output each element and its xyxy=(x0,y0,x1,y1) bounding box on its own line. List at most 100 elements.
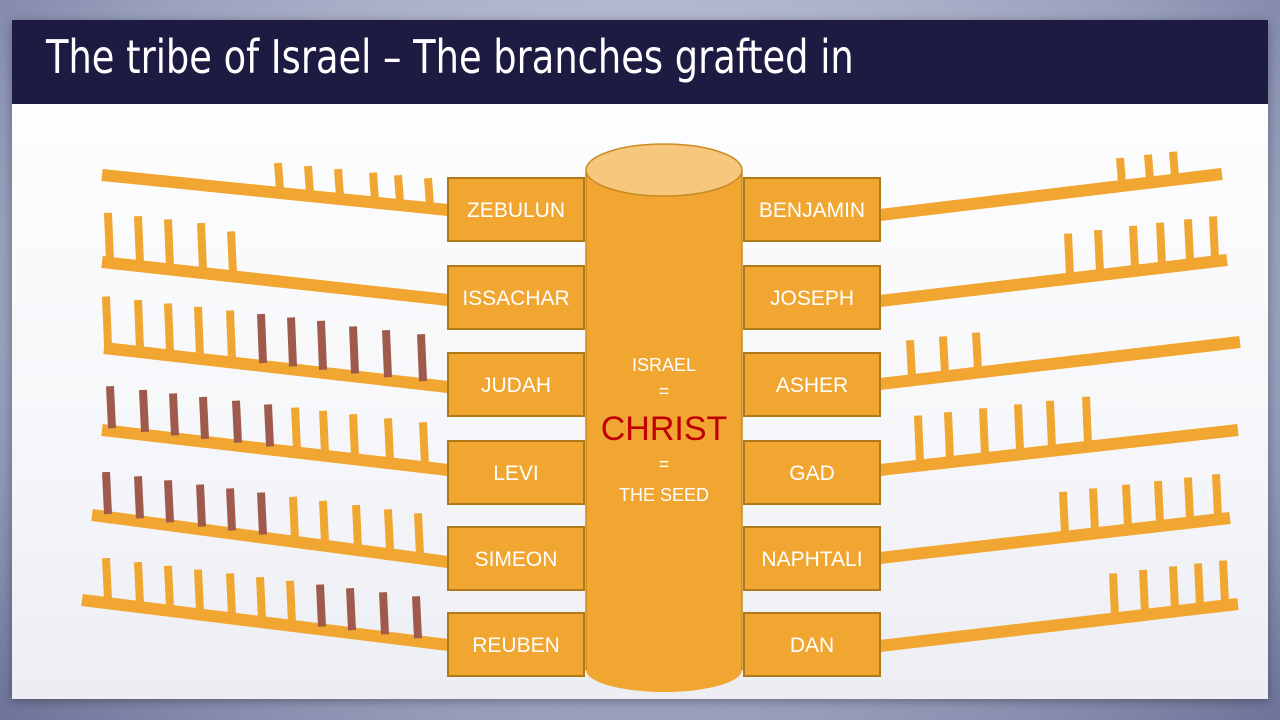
withered-twig xyxy=(196,484,206,527)
withered-twig xyxy=(257,313,267,364)
tribe-box-right-4: GAD xyxy=(743,440,881,505)
twig xyxy=(1139,569,1149,613)
twig xyxy=(134,216,144,264)
trunk-equals-2: = xyxy=(659,454,670,474)
tribe-label: DAN xyxy=(790,634,834,657)
title-bar: The tribe of Israel – The branches graft… xyxy=(12,20,1268,104)
trunk-top xyxy=(585,143,743,197)
twig xyxy=(134,299,144,350)
twig xyxy=(134,561,144,605)
branch-left-3 xyxy=(102,296,449,393)
twig xyxy=(334,168,344,197)
tribe-box-right-2: JOSEPH xyxy=(743,265,881,330)
twig xyxy=(1082,396,1092,444)
trunk-christ-label: CHRIST xyxy=(601,410,728,448)
branch-right-5 xyxy=(879,474,1231,564)
twig xyxy=(1064,233,1074,276)
tribe-box-left-2: ISSACHAR xyxy=(447,265,585,330)
tribe-label: GAD xyxy=(789,462,835,485)
branch-right-2 xyxy=(879,216,1228,307)
twig xyxy=(319,410,329,453)
twig xyxy=(1212,474,1222,517)
withered-twig xyxy=(257,492,267,535)
tribe-box-right-3: ASHER xyxy=(743,352,881,417)
branches xyxy=(81,151,1241,652)
twig xyxy=(226,310,236,360)
withered-twig xyxy=(164,480,174,523)
twig xyxy=(939,336,949,374)
twig xyxy=(164,565,174,609)
tribes-diagram: ISRAEL = CHRIST = THE SEED ZEBULUN ISSAC… xyxy=(81,143,1241,692)
branch-left-1 xyxy=(101,162,449,216)
tribe-box-right-1: BENJAMIN xyxy=(743,177,881,242)
branch-left-4 xyxy=(101,385,449,476)
twig xyxy=(1154,480,1164,524)
twig xyxy=(1184,219,1194,262)
tribe-box-right-5: NAPHTALI xyxy=(743,526,881,591)
withered-twig xyxy=(382,330,392,378)
tribe-label: REUBEN xyxy=(472,634,560,657)
withered-twig xyxy=(199,396,209,440)
withered-twig xyxy=(134,476,144,519)
tribe-label: ISSACHAR xyxy=(462,287,569,310)
twig xyxy=(419,422,429,465)
twig xyxy=(104,212,114,261)
twig xyxy=(1046,400,1056,448)
branch-right-3 xyxy=(879,332,1241,390)
tribe-label: JUDAH xyxy=(481,374,551,397)
branch-stem xyxy=(879,336,1241,390)
branch-stem xyxy=(879,254,1228,307)
twig xyxy=(1184,477,1194,520)
twig xyxy=(319,500,329,543)
twig xyxy=(1209,216,1219,259)
branch-left-2 xyxy=(101,212,449,306)
twig xyxy=(227,231,237,274)
tribe-boxes: ZEBULUN ISSACHAR JUDAH LEVI SIMEON REUBE… xyxy=(447,177,881,677)
withered-twig xyxy=(317,320,327,370)
twig xyxy=(1089,488,1099,531)
branch-right-6 xyxy=(879,560,1239,652)
tribe-label: NAPHTALI xyxy=(761,548,862,571)
twig xyxy=(424,177,434,206)
twig xyxy=(291,407,301,450)
branch-stem xyxy=(879,168,1223,221)
twig xyxy=(289,496,299,539)
trunk-israel-label: ISRAEL xyxy=(632,355,696,375)
twig xyxy=(972,332,982,370)
tribe-box-left-4: LEVI xyxy=(447,440,585,505)
tribe-label: ZEBULUN xyxy=(467,199,565,222)
withered-twig xyxy=(139,389,149,433)
withered-twig xyxy=(417,333,427,382)
tribe-box-left-3: JUDAH xyxy=(447,352,585,417)
withered-twig xyxy=(316,584,326,627)
twig xyxy=(256,576,266,620)
trunk-bottom xyxy=(586,648,742,692)
tribe-box-left-6: REUBEN xyxy=(447,612,585,677)
twig xyxy=(1059,491,1069,535)
twig xyxy=(102,296,112,346)
twig xyxy=(979,408,989,456)
twig xyxy=(102,558,112,601)
twig xyxy=(286,580,296,624)
branch-stem xyxy=(101,424,449,476)
branch-stem xyxy=(103,342,449,393)
tribe-box-left-5: SIMEON xyxy=(447,526,585,591)
twig xyxy=(197,222,207,271)
twig xyxy=(369,172,379,200)
tribe-label: LEVI xyxy=(493,462,539,485)
tribe-box-left-1: ZEBULUN xyxy=(447,177,585,242)
twig xyxy=(274,162,284,191)
tribe-label: BENJAMIN xyxy=(759,199,865,222)
withered-twig xyxy=(232,400,242,443)
twig xyxy=(1129,225,1139,269)
twig xyxy=(194,569,204,612)
twig xyxy=(1194,563,1204,606)
withered-twig xyxy=(102,471,112,515)
slide: The tribe of Israel – The branches graft… xyxy=(12,20,1268,699)
branch-right-1 xyxy=(879,151,1223,221)
twig xyxy=(349,414,359,457)
withered-twig xyxy=(169,393,179,436)
withered-twig xyxy=(287,317,297,367)
branch-stem xyxy=(879,512,1231,564)
twig xyxy=(384,509,394,552)
